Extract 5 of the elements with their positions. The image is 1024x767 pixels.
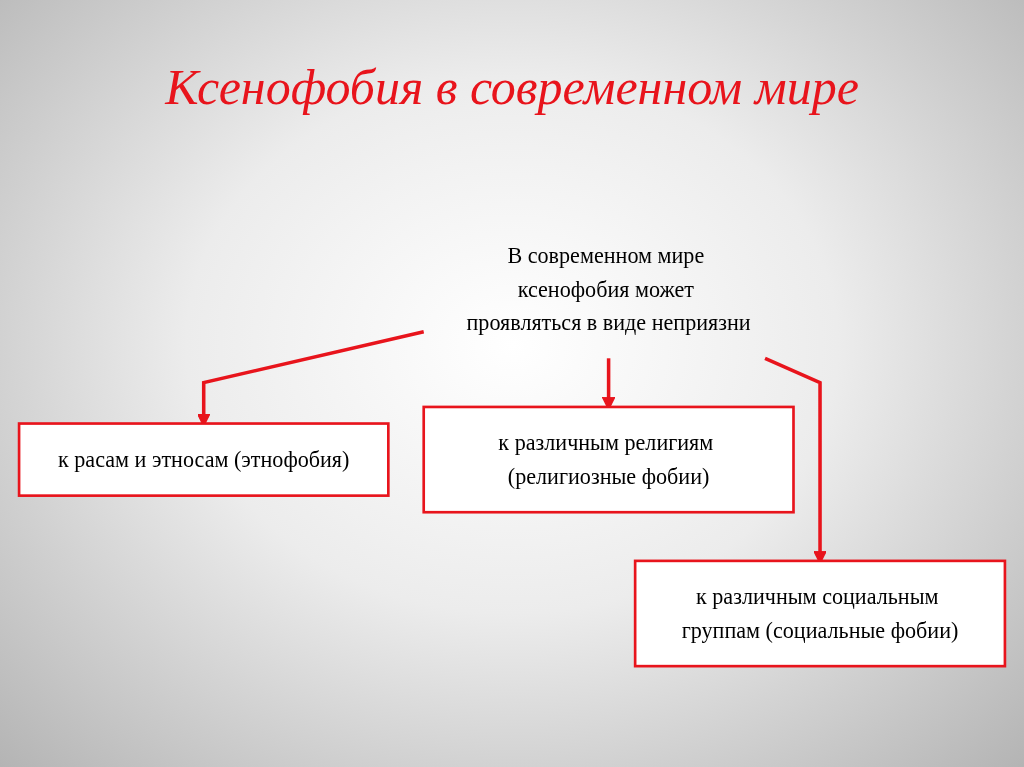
title: Ксенофобия в современном мире: [165, 60, 859, 115]
node-box: к различным социальным группам (социальные фобии): [633, 559, 1007, 668]
node-box: к различным религиям (религиозные фобии): [422, 405, 795, 514]
node-box: к расам и этносам (этнофобия): [17, 422, 390, 497]
node-text: В современном мире ксенофобия может проявляться в виде неприязни: [466, 243, 751, 334]
